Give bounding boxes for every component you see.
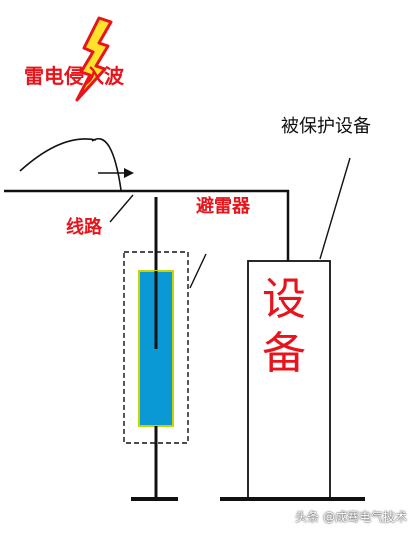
device-label-pointer <box>319 157 351 260</box>
device-text-char-1: 设 <box>262 274 306 325</box>
lightning-wave-label: 雷电侵入波 <box>24 64 124 88</box>
incoming-wave-peak <box>91 138 122 191</box>
arrow-right-icon <box>98 168 134 178</box>
watermark: 头条 @成骞电气技术 <box>295 510 407 524</box>
protected-device-label: 被保护设备 <box>281 116 371 137</box>
arrester-enclosure <box>123 251 189 444</box>
device-text-char-2: 备 <box>262 328 306 379</box>
line-label-pointer <box>109 194 134 223</box>
arrester-label-pointer <box>189 253 207 289</box>
line-label: 线路 <box>66 217 102 238</box>
arrester-label: 避雷器 <box>196 196 250 217</box>
lightning-bolt-icon <box>75 16 113 102</box>
incoming-wave-curve <box>19 138 97 172</box>
